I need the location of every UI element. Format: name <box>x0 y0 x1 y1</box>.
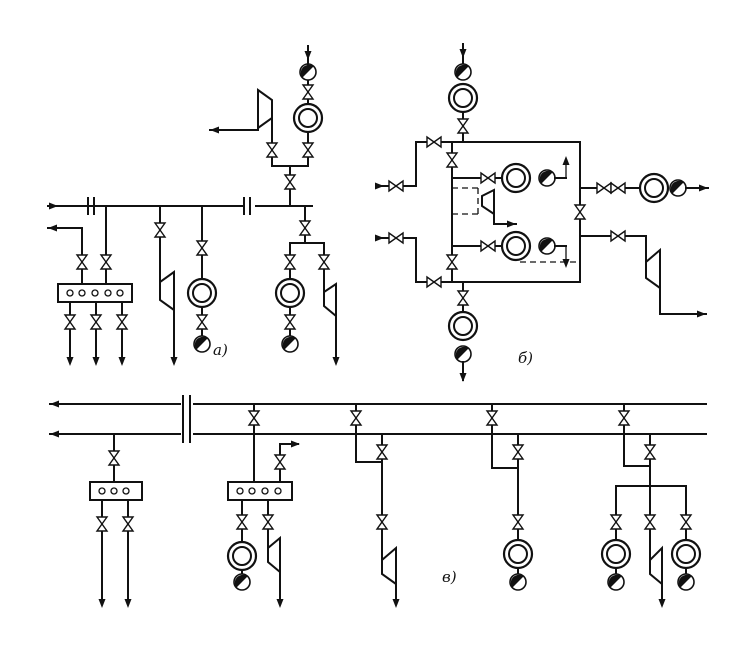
scheme-a: а) <box>47 45 340 366</box>
scheme-v: в) <box>49 395 707 608</box>
label-v: в) <box>442 568 457 586</box>
scheme-b: б) <box>375 43 709 382</box>
label-a: а) <box>213 341 228 359</box>
label-b: б) <box>518 349 533 367</box>
